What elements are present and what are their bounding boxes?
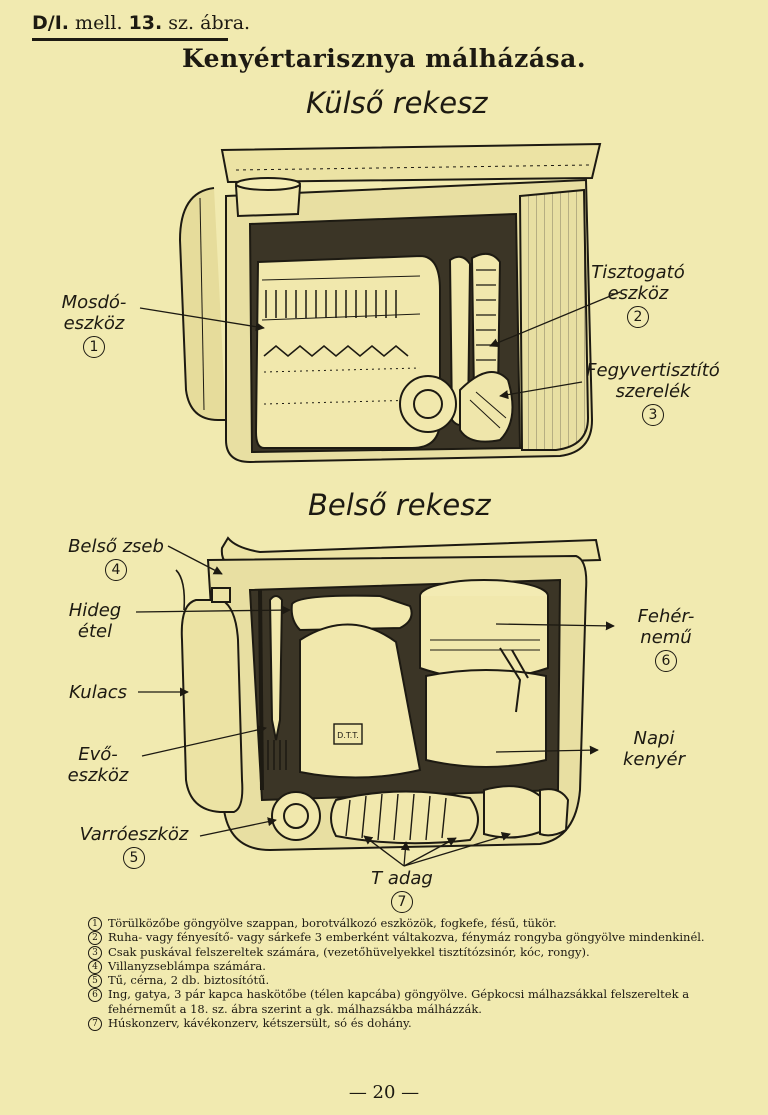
note-number: 5 bbox=[88, 974, 102, 989]
figure-ref-suffix: sz. ábra. bbox=[168, 12, 251, 34]
note-item: 1 Törülközőbe göngyölve szappan, borotvál… bbox=[88, 916, 738, 931]
label-daily-bread-line2: kenyér bbox=[622, 749, 686, 770]
label-cold-food: Hideg étel bbox=[52, 600, 138, 642]
label-cutlery-line2: eszköz bbox=[67, 765, 129, 786]
label-underwear: Fehér- nemű 6 bbox=[616, 606, 716, 672]
header-rule bbox=[32, 38, 228, 41]
label-weapon-cleaning-kit: Fegyvertisztító szerelék 3 bbox=[578, 360, 728, 426]
label-canteen-line1: Kulacs bbox=[68, 682, 128, 703]
note-item: 2 Ruha- vagy fényesítő- vagy sárkefe 3 em… bbox=[88, 930, 738, 946]
label-weapon-cleaning-line1: Fegyvertisztító bbox=[586, 360, 720, 381]
label-underwear-line1: Fehér- bbox=[637, 606, 695, 627]
label-underwear-number: 6 bbox=[655, 650, 677, 672]
note-text: Törülközőbe göngyölve szappan, borotválk… bbox=[108, 916, 557, 930]
note-number: 3 bbox=[88, 945, 102, 960]
figure-ref-doc: D/I. bbox=[32, 12, 69, 34]
note-text: Ruha- vagy fényesítő- vagy sárkefe 3 emb… bbox=[108, 930, 705, 945]
page-number: — 20 — bbox=[348, 1082, 420, 1103]
figure-ref-annex: mell. bbox=[75, 12, 123, 34]
inner-compartment-drawing: D.T.T. bbox=[175, 536, 602, 852]
note-text: Csak puskával felszereltek számára, (vez… bbox=[108, 944, 590, 959]
note-text: Tű, cérna, 2 db. biztosítótű. bbox=[108, 973, 270, 988]
label-rations: T adag 7 bbox=[352, 868, 452, 913]
label-inner-pocket-number: 4 bbox=[105, 559, 127, 581]
label-canteen: Kulacs bbox=[56, 682, 140, 703]
label-daily-bread: Napi kenyér bbox=[604, 728, 704, 770]
figure-reference: D/I. mell. 13. sz. ábra. bbox=[32, 12, 250, 34]
note-item: 6 Ing, gatya, 3 pár kapca haskötőbe (téle… bbox=[88, 987, 738, 1016]
page-title: Kenyértarisznya málházása. bbox=[181, 44, 587, 73]
canteen-mark: D.T.T. bbox=[337, 731, 359, 740]
label-sewing-kit-number: 5 bbox=[123, 847, 145, 869]
label-cleaning-kit-line1: Tisztogató bbox=[591, 262, 685, 283]
label-sewing-kit-line1: Varróeszköz bbox=[79, 824, 189, 845]
note-number: 6 bbox=[88, 988, 102, 1003]
note-item: 7 Húskonzerv, kávékonzerv, kétszersült, s… bbox=[88, 1016, 738, 1032]
label-daily-bread-line1: Napi bbox=[633, 728, 675, 749]
label-sewing-kit: Varróeszköz 5 bbox=[66, 824, 202, 869]
label-cleaning-kit-number: 2 bbox=[627, 306, 649, 328]
note-text: Ing, gatya, 3 pár kapca haskötőbe (télen… bbox=[108, 987, 690, 1016]
outer-compartment-title: Külső rekesz bbox=[306, 86, 488, 120]
label-underwear-line2: nemű bbox=[640, 627, 692, 648]
figure-ref-number: 13. bbox=[128, 12, 163, 34]
note-text: Villanyzseblámpa számára. bbox=[108, 958, 266, 973]
label-cutlery-line1: Evő- bbox=[78, 744, 118, 765]
label-washing-kit-line1: Mosdó- bbox=[61, 292, 127, 313]
label-washing-kit-number: 1 bbox=[83, 336, 105, 358]
note-text: Húskonzerv, kávékonzerv, kétszersült, só… bbox=[108, 1016, 412, 1031]
inner-compartment-title: Belső rekesz bbox=[308, 488, 491, 522]
label-cold-food-line1: Hideg bbox=[68, 600, 122, 621]
label-inner-pocket-line1: Belső zseb bbox=[68, 536, 164, 557]
note-number: 7 bbox=[88, 1017, 102, 1032]
label-washing-kit-line2: eszköz bbox=[63, 313, 125, 334]
label-inner-pocket: Belső zseb 4 bbox=[56, 536, 176, 581]
note-item: 5 Tű, cérna, 2 db. biztosítótű. bbox=[88, 973, 738, 989]
label-weapon-cleaning-number: 3 bbox=[642, 404, 664, 426]
label-weapon-cleaning-line2: szerelék bbox=[615, 381, 691, 402]
label-cleaning-kit-line2: eszköz bbox=[607, 283, 669, 304]
note-number: 1 bbox=[88, 917, 102, 931]
outer-compartment-drawing bbox=[178, 142, 602, 464]
label-rations-number: 7 bbox=[391, 891, 413, 913]
note-number: 2 bbox=[88, 931, 102, 946]
notes-list: 1 Törülközőbe göngyölve szappan, borotvál… bbox=[88, 916, 738, 1032]
label-cold-food-line2: étel bbox=[77, 621, 113, 642]
note-item: 3 Csak puskával felszereltek számára, (ve… bbox=[88, 944, 738, 960]
note-number: 4 bbox=[88, 959, 102, 974]
label-rations-line1: T adag bbox=[371, 868, 433, 889]
note-item: 4 Villanyzseblámpa számára. bbox=[88, 958, 738, 974]
label-cleaning-kit: Tisztogató eszköz 2 bbox=[578, 262, 698, 328]
label-cutlery: Evő- eszköz bbox=[56, 744, 140, 786]
label-washing-kit: Mosdó- eszköz 1 bbox=[44, 292, 144, 358]
